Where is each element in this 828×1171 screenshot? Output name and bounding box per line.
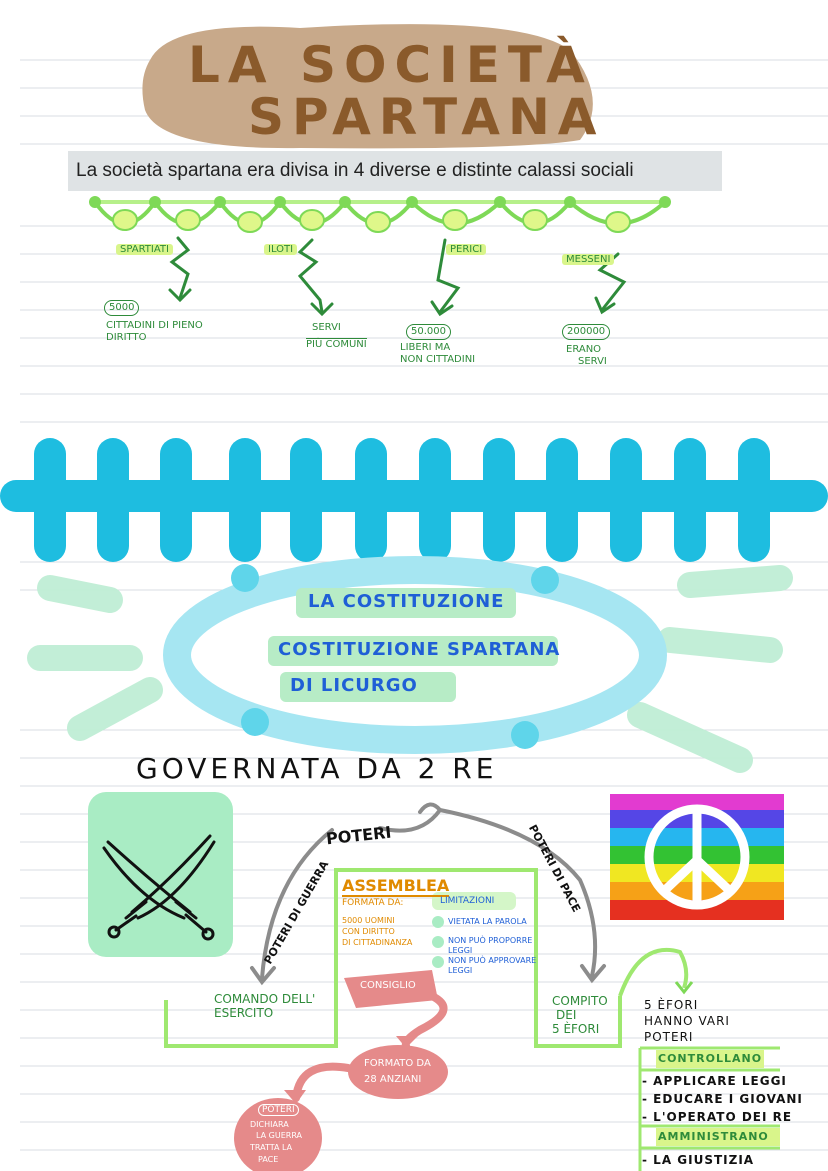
army-command: COMANDO DELL' ESERCITO [214,992,316,1020]
consiglio-power-1b: LA GUERRA [256,1131,303,1140]
class-arrows [168,236,627,317]
assemblea-formed-2: CON DIRITTO [342,927,395,936]
class-desc2-spartiati: DIRITTO [106,332,147,343]
efori-line-3: POTERI [644,1030,694,1044]
limit-2b: LEGGI [448,946,473,955]
class-desc1-spartiati: CITTADINI DI PIENO [106,320,203,331]
constitution-subtitle: COSTITUZIONE SPARTANA [278,639,561,660]
consiglio-power-2b: PACE [258,1155,279,1164]
assemblea-formed-1: 5000 UOMINI [342,916,395,925]
consiglio-powers-title: POTERI [258,1104,299,1116]
efori-item-1: - APPLICARE LEGGI [642,1074,787,1088]
efori-task-3: 5 ÈFORI [552,1022,600,1036]
consiglio-formed-2: 28 ANZIANI [364,1074,422,1085]
assemblea-formed-label: FORMATA DA: [342,898,404,908]
class-number-messeni: 200000 [562,324,611,340]
efori-item-2: - EDUCARE I GIOVANI [642,1092,803,1106]
efori-item-4: - LA GIUSTIZIA [642,1153,755,1167]
limit-3b: LEGGI [448,966,473,975]
constitution-author: DI LICURGO [290,675,418,696]
controllano-label: CONTROLLANO [658,1052,763,1065]
class-desc1-iloti: SERVI [312,322,341,333]
title-line-1: LA SOCIETÀ [188,36,593,94]
crossed-swords-icon [88,792,233,957]
consiglio-power-2a: TRATTA LA [250,1143,293,1152]
class-number-perici: 50.000 [406,324,451,340]
efori-item-2-text: EDUCARE I GIOVANI [653,1092,803,1106]
efori-item-3-text: L'OPERATO DEI RE [653,1110,793,1124]
class-desc2-iloti: PIÙ COMUNI [306,338,367,350]
efori-task-2: DEI [556,1008,577,1022]
intro-text: La società spartana era divisa in 4 dive… [68,151,722,191]
class-desc2-messeni: SERVI [578,356,607,367]
class-garland [89,196,671,233]
assemblea-limits-label: LIMITAZIONI [440,896,495,906]
class-desc1-messeni: ERANO [566,344,602,355]
constitution-title: LA COSTITUZIONE [308,591,505,612]
assemblea-formed-3: DI CITTADINANZA [342,938,413,947]
efori-line-2: HANNO VARI [644,1014,730,1028]
class-name-messeni: MESSENI [562,254,615,265]
efori-title: 5 ÈFORI [644,998,699,1012]
class-desc1-perici: LIBERI MA [400,342,451,353]
efori-item-4-text: LA GIUSTIZIA [653,1153,755,1167]
class-desc2-perici: NON CITTADINI [400,354,476,365]
class-name-iloti: ILOTI [264,244,298,255]
governed-by: GOVERNATA DA 2 RE [136,752,498,785]
efori-task-1: COMPITO [552,994,608,1008]
title-blob [142,24,593,149]
peace-flag-icon [610,794,784,920]
powers-arc [250,802,606,986]
constitution-sun [27,556,793,773]
class-name-spartiati: SPARTIATI [116,244,173,255]
title-line-2: SPARTANA [248,88,605,146]
class-number-spartiati: 5000 [104,300,140,316]
efori-item-1-text: APPLICARE LEGGI [653,1074,787,1088]
limit-3a: NON PUÒ APPROVARE [448,956,537,965]
amministrano-label: AMMINISTRANO [658,1130,769,1143]
consiglio-power-1a: DICHIARA [250,1120,289,1129]
limit-2a: NON PUÒ PROPORRE [448,936,533,945]
class-name-perici: PERICI [446,244,487,255]
consiglio-label: CONSIGLIO [360,980,416,991]
consiglio-formed-1: FORMATO DA [364,1058,431,1069]
consiglio-shapes [234,970,448,1171]
fence [0,438,828,562]
assemblea-title: ASSEMBLEA [342,876,450,897]
government-diagram [164,868,689,1048]
limit-1: VIETATA LA PAROLA [448,917,527,926]
efori-item-3: - L'OPERATO DEI RE [642,1110,793,1124]
